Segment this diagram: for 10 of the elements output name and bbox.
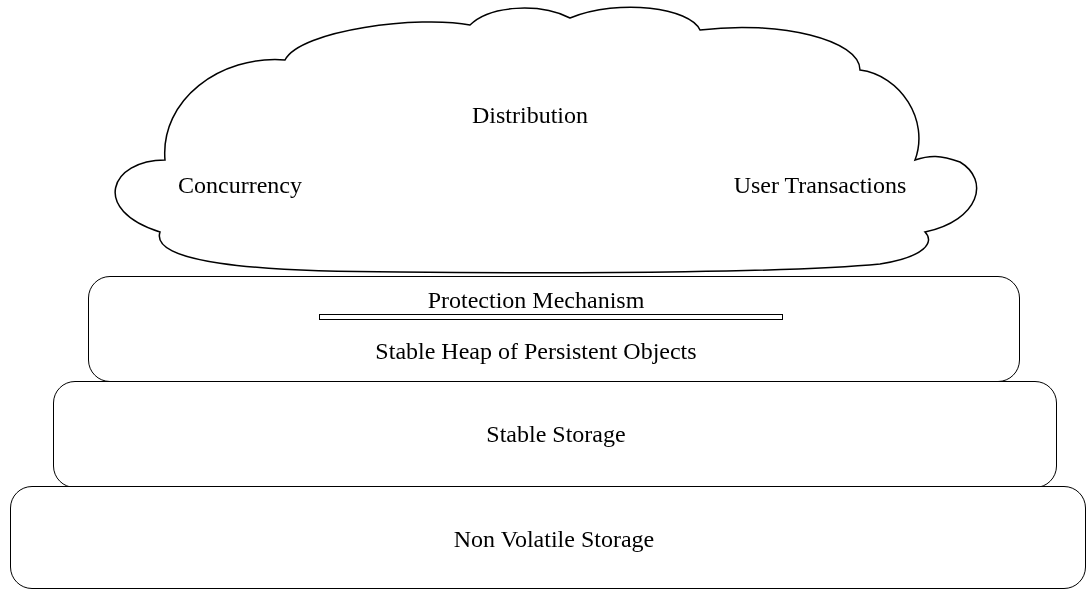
layer-label: Protection Mechanism (427, 288, 645, 312)
layer-box (10, 486, 1086, 589)
layer-label: Distribution (472, 103, 588, 127)
layer-label: Stable Heap of Persistent Objects (375, 339, 697, 363)
layer-box (53, 381, 1057, 488)
layer-box (88, 276, 1020, 382)
layer-label: Concurrency (178, 173, 302, 197)
layer-label: Stable Storage (486, 422, 626, 446)
layer-label: User Transactions (733, 173, 907, 197)
layer-label: Non Volatile Storage (453, 527, 655, 551)
